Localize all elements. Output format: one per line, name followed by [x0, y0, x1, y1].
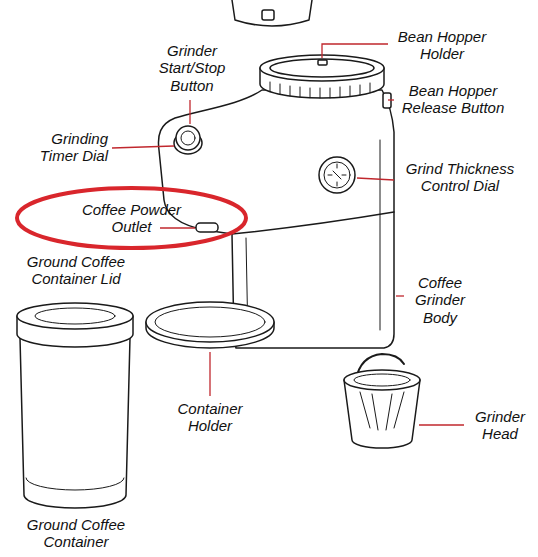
dial-tick	[337, 164, 338, 168]
part-label: Grinder Head	[467, 408, 533, 443]
rib	[310, 88, 311, 98]
line-art	[17, 0, 420, 508]
rib	[350, 86, 351, 97]
part-label: Bean Hopper Release Button	[394, 82, 512, 117]
leader-line	[388, 99, 394, 100]
leader-line	[419, 424, 464, 425]
leader-line	[209, 352, 210, 396]
rib	[340, 87, 341, 97]
rib	[280, 84, 281, 94]
rib	[320, 88, 321, 98]
grinder-head-top	[344, 370, 420, 390]
container-body	[20, 338, 130, 508]
container-lid-inner	[35, 308, 115, 324]
highlight-ellipse-stroke	[17, 188, 246, 248]
container-lid	[17, 303, 133, 329]
part-label: Coffee Grinder Body	[406, 274, 474, 326]
part-label: Ground Coffee Container Lid	[20, 253, 132, 288]
leader-line	[357, 178, 394, 180]
rib	[370, 83, 371, 93]
leader-line	[112, 146, 174, 148]
container-inner-bottom	[26, 478, 124, 490]
ring-ribs	[270, 82, 370, 98]
part-label: Grind Thickness Control Dial	[398, 160, 522, 195]
holder-ring-opening	[270, 59, 374, 77]
part-label: Coffee Powder Outlet	[76, 201, 188, 236]
part-label: Bean Hopper Holder	[392, 28, 492, 63]
leader-line	[396, 295, 404, 296]
dial-tick	[333, 171, 341, 179]
part-label: Ground Coffee Container	[20, 516, 132, 551]
dial-tick	[328, 175, 332, 176]
grind-dial-face	[324, 162, 350, 188]
holder-slot	[318, 60, 327, 65]
hopper-tab	[262, 10, 274, 20]
holder-plate-recess	[155, 307, 265, 337]
dial-ticks	[328, 164, 346, 186]
rib	[360, 85, 361, 95]
bean-hopper	[232, 0, 312, 26]
rib	[300, 87, 301, 97]
rib	[330, 88, 331, 98]
body-seam	[232, 212, 394, 234]
holder-ring-top	[260, 55, 384, 81]
leader-line	[322, 44, 388, 58]
start-button-top	[181, 131, 195, 145]
start-button	[176, 126, 200, 150]
leader-line	[160, 227, 195, 228]
part-label: Grinding Timer Dial	[22, 130, 108, 165]
grind-dial	[319, 157, 355, 193]
dial-tick	[337, 182, 338, 186]
leader-line	[189, 100, 190, 124]
powder-outlet	[196, 223, 218, 232]
grinder-head-opening	[354, 374, 410, 386]
body-highlight	[380, 140, 381, 330]
rib	[270, 82, 271, 92]
part-label: Container Holder	[160, 400, 260, 435]
highlight-ellipse: Coffee Powder Outlet	[15, 186, 248, 250]
part-label: Grinder Start/Stop Button	[148, 42, 236, 94]
dial-tick	[342, 175, 346, 176]
rib	[290, 86, 291, 96]
grinder-head-burr	[360, 392, 404, 430]
holder-plate	[146, 302, 274, 342]
